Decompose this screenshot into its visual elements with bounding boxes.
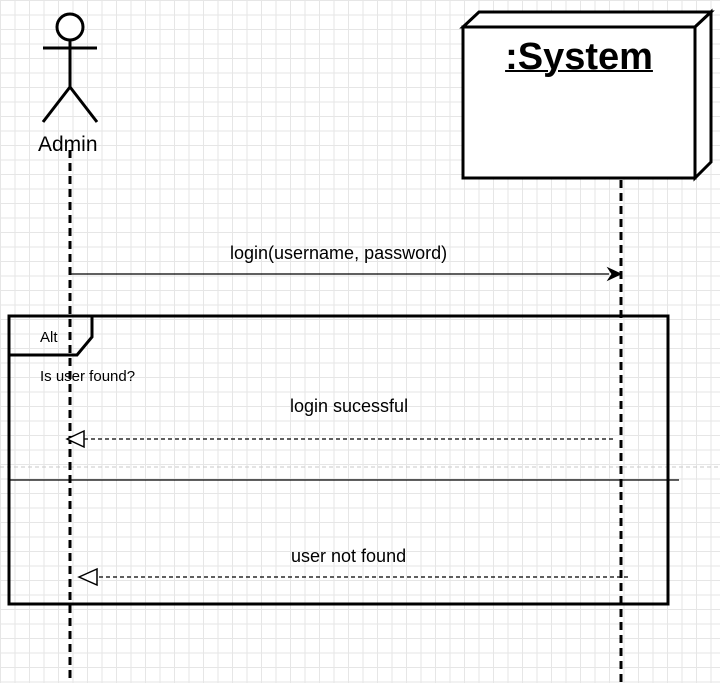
- alt-operator-pentagon: [9, 316, 94, 357]
- alt-fragment-frame[interactable]: [7, 314, 670, 606]
- system-title: :System: [505, 36, 653, 78]
- login-success-label: login sucessful: [290, 396, 409, 416]
- login-success-arrowhead: [65, 429, 85, 449]
- system-node[interactable]: [459, 8, 715, 182]
- user-not-found-arrowhead: [77, 567, 98, 587]
- actor-label: Admin: [38, 133, 98, 156]
- user-not-found-label: user not found: [291, 546, 407, 566]
- alt-operator-label: Alt: [40, 329, 58, 346]
- admin-actor-icon[interactable]: [41, 12, 99, 123]
- alt-guard-label: Is user found?: [40, 368, 136, 385]
- login-call-arrowhead: [606, 266, 623, 282]
- login-call-label: login(username, password): [230, 243, 448, 263]
